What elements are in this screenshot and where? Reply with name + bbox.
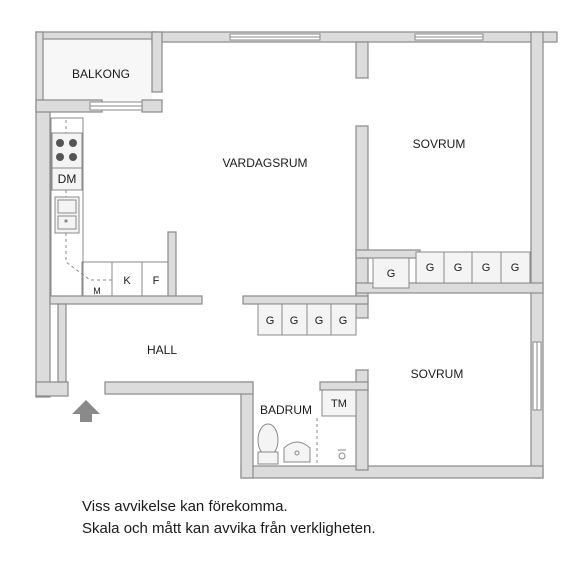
- room-label-bathroom: BADRUM: [260, 403, 312, 417]
- wall-kitchen-right: [167, 231, 177, 299]
- toilet: [257, 423, 279, 457]
- wardrobe-label: G: [387, 268, 396, 280]
- balcony-side-wall: [151, 31, 163, 93]
- wardrobe-label: G: [290, 315, 299, 327]
- kitchen: DM M K F: [50, 117, 169, 297]
- room-label-bedroom-1: SOVRUM: [413, 137, 466, 151]
- wardrobe-label: G: [426, 262, 435, 274]
- bottom-wall: [240, 465, 544, 479]
- room-labels: BALKONG VARDAGSRUM SOVRUM SOVRUM HALL BA…: [72, 67, 465, 417]
- balcony-floor: [42, 38, 152, 106]
- wardrobe-label: G: [315, 315, 324, 327]
- wall-bath-bedroom: [355, 369, 369, 471]
- hob-plate-icon: [56, 139, 64, 147]
- fridge-label: K: [123, 275, 131, 287]
- bathroom-left-wall: [240, 381, 254, 479]
- tumble-dryer: [321, 389, 357, 417]
- wardrobes: G G G G G G G G G: [257, 251, 531, 336]
- wall-living-bedroom-upper: [355, 41, 369, 79]
- wardrobe-label: G: [511, 262, 520, 274]
- hob-plate-icon: [69, 153, 77, 161]
- wall-hall-living: [242, 295, 369, 305]
- top-wall: [151, 31, 558, 43]
- toilet-tank: [257, 451, 279, 465]
- interior-walls: [49, 41, 544, 471]
- wall-kitchen-hall: [49, 295, 203, 305]
- floor-plan: DM M K F G G G G G G G G G TM: [35, 31, 558, 479]
- disclaimer: Viss avvikelse kan förekomma. Skala och …: [82, 496, 562, 540]
- wardrobe-label: G: [339, 315, 348, 327]
- disclaimer-line-1: Viss avvikelse kan förekomma.: [82, 498, 288, 515]
- exterior-walls: [35, 31, 558, 479]
- microwave-label: M: [93, 286, 101, 296]
- freezer-label: F: [153, 275, 160, 287]
- hall-bottom-wall: [104, 381, 254, 395]
- wardrobe-label: G: [482, 262, 491, 274]
- wardrobe-row-bedroom: [415, 251, 531, 284]
- sink: [54, 196, 80, 234]
- tumble-dryer-label: TM: [331, 398, 347, 410]
- balcony-top-wall: [35, 31, 157, 40]
- shower-drain-icon: [338, 452, 346, 460]
- hob-plate-icon: [69, 139, 77, 147]
- sink-drain-icon: [64, 219, 68, 223]
- room-label-hall: HALL: [147, 343, 177, 357]
- hob-plate-icon: [56, 153, 64, 161]
- room-label-balcony: BALKONG: [72, 67, 130, 81]
- sink-basin: [57, 199, 77, 214]
- right-wall: [530, 31, 544, 479]
- washbasin-drain-icon: [294, 450, 300, 456]
- room-label-living-room: VARDAGSRUM: [222, 156, 307, 170]
- entrance-left-wall: [35, 381, 69, 397]
- kitchen-counter-bottom: [81, 261, 169, 297]
- dishwasher-label: DM: [58, 172, 77, 186]
- balcony-left-wall: [35, 31, 44, 108]
- entrance-arrow-icon: [72, 400, 100, 422]
- wardrobe: [372, 257, 410, 289]
- wall-entrance-closet: [57, 303, 67, 383]
- left-wall: [35, 106, 51, 398]
- wardrobe-label: G: [266, 315, 275, 327]
- wall-bedroom-wardrobe: [355, 249, 421, 259]
- disclaimer-line-2: Skala och mått kan avvika från verklighe…: [82, 520, 376, 537]
- stove: [51, 132, 83, 169]
- kitchen-counter-left: [50, 117, 84, 297]
- wall-living-bedroom-lower: [355, 125, 369, 319]
- windows: [89, 33, 542, 411]
- bathroom: TM: [257, 389, 357, 466]
- kitchen-dashed-outline: [65, 120, 112, 281]
- balcony-bottom-wall-right: [141, 99, 163, 113]
- room-label-bedroom-2: SOVRUM: [411, 367, 464, 381]
- wardrobe-label: G: [454, 262, 463, 274]
- washbasin: [283, 441, 311, 463]
- wall-bath-top-right: [319, 381, 369, 391]
- sink-basin: [57, 215, 77, 230]
- dishwasher: [51, 167, 83, 191]
